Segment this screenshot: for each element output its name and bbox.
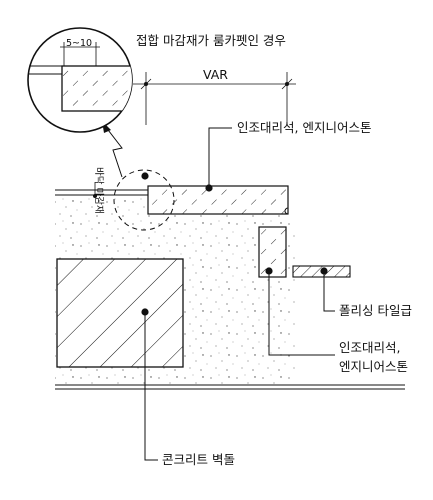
polishing-tile-label: 폴리싱 타일급	[339, 303, 412, 318]
gap-dimension-text: 5~10	[66, 38, 92, 49]
countertop-slab	[147, 185, 289, 215]
concrete-wall-label: 콘크리트 벽돌	[162, 452, 235, 467]
var-dimension: VAR	[133, 67, 296, 125]
magnified-detail-bubble: 5~10	[27, 27, 133, 133]
floor-finish-side-note: 바닥 마감재	[93, 167, 105, 214]
callout-arrow	[102, 121, 123, 178]
detail-marker-circle	[113, 169, 175, 231]
step-face-label-line2: 엔지니어스톤	[339, 359, 408, 374]
step-face-label-line1: 인조대리석,	[339, 340, 400, 355]
leader-lines	[141, 127, 335, 461]
floor-surface-lines	[55, 189, 148, 196]
lower-boundary-lines	[55, 384, 405, 390]
detail-callout-title: 접합 마감재가 룸카펫인 경우	[136, 33, 286, 48]
var-dimension-label: VAR	[203, 67, 228, 82]
concrete-brick-block	[56, 258, 184, 368]
step-face-panel	[258, 226, 287, 278]
countertop-label: 인조대리석, 엔지니어스톤	[237, 120, 371, 135]
